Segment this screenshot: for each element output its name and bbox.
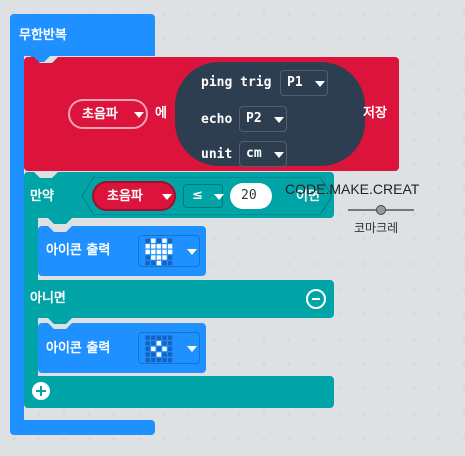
store-label: 저장	[363, 106, 387, 121]
chevron-down-icon	[214, 194, 224, 200]
then-label: 이면	[296, 189, 320, 204]
unit-value: cm	[246, 146, 262, 161]
echo-pin-dropdown[interactable]: P2	[239, 106, 287, 132]
chevron-down-icon	[134, 112, 144, 118]
trig-pin-value: P1	[287, 75, 303, 90]
chevron-down-icon	[187, 346, 197, 352]
chevron-down-icon	[187, 249, 197, 255]
forever-label: 무한반복	[19, 28, 67, 43]
condition-variable-label: 초음파	[107, 189, 143, 204]
store-variable-dropdown[interactable]: 초음파	[68, 99, 148, 129]
forever-block[interactable]: 무한반복	[10, 14, 155, 435]
condition-variable-reporter[interactable]: 초음파	[92, 181, 176, 211]
plus-icon-vertical	[40, 386, 42, 396]
minus-icon	[312, 298, 320, 300]
show-icon-else-label: 아이콘 출력	[46, 341, 111, 356]
unit-dropdown[interactable]: cm	[239, 141, 287, 167]
watermark-subtitle: 코마크레	[354, 221, 399, 235]
if-label: 만약	[30, 189, 54, 204]
show-icon-then-label: 아이콘 출력	[46, 243, 111, 258]
icon-picker-then[interactable]	[138, 235, 200, 267]
watermark-slider-knob	[376, 205, 386, 215]
sonar-ping-block[interactable]: ping trig P1 echo P2 unit cm	[175, 62, 365, 167]
heart-icon	[145, 238, 173, 266]
echo-pin-value: P2	[246, 111, 262, 126]
compare-value-text: 20	[241, 188, 257, 203]
trig-pin-dropdown[interactable]: P1	[280, 70, 328, 96]
store-particle: 에	[155, 106, 167, 121]
else-label: 아니면	[30, 291, 66, 306]
remove-else-button[interactable]	[306, 289, 326, 309]
chevron-down-icon	[274, 152, 284, 158]
store-variable-label: 초음파	[82, 107, 118, 122]
chevron-down-icon	[274, 117, 284, 123]
chevron-down-icon	[162, 194, 172, 200]
show-icon-block-then[interactable]: 아이콘 출력	[38, 226, 206, 276]
unit-label: unit	[201, 147, 233, 162]
echo-label: echo	[201, 112, 233, 127]
if-else-block-shape	[24, 172, 334, 408]
add-else-if-button[interactable]	[32, 382, 50, 400]
chevron-down-icon	[315, 81, 325, 87]
icon-picker-else[interactable]	[138, 332, 200, 364]
operator-value: ≤	[192, 188, 203, 203]
compare-value-input[interactable]: 20	[230, 183, 272, 209]
watermark-title: CODE.MAKE.CREAT	[285, 181, 420, 197]
compare-condition[interactable]: 초음파 ≤ 20	[82, 177, 332, 215]
ping-trig-label: ping trig	[201, 75, 272, 90]
set-variable-block[interactable]: 초음파 에 ping trig P1 echo P2 unit cm 저장	[24, 57, 399, 171]
if-else-block[interactable]: 만약 초음파 ≤ 20 이면 아니면	[24, 172, 334, 408]
small-diamond-icon	[145, 335, 173, 363]
operator-dropdown[interactable]: ≤	[183, 184, 224, 208]
show-icon-block-else[interactable]: 아이콘 출력	[38, 323, 206, 373]
